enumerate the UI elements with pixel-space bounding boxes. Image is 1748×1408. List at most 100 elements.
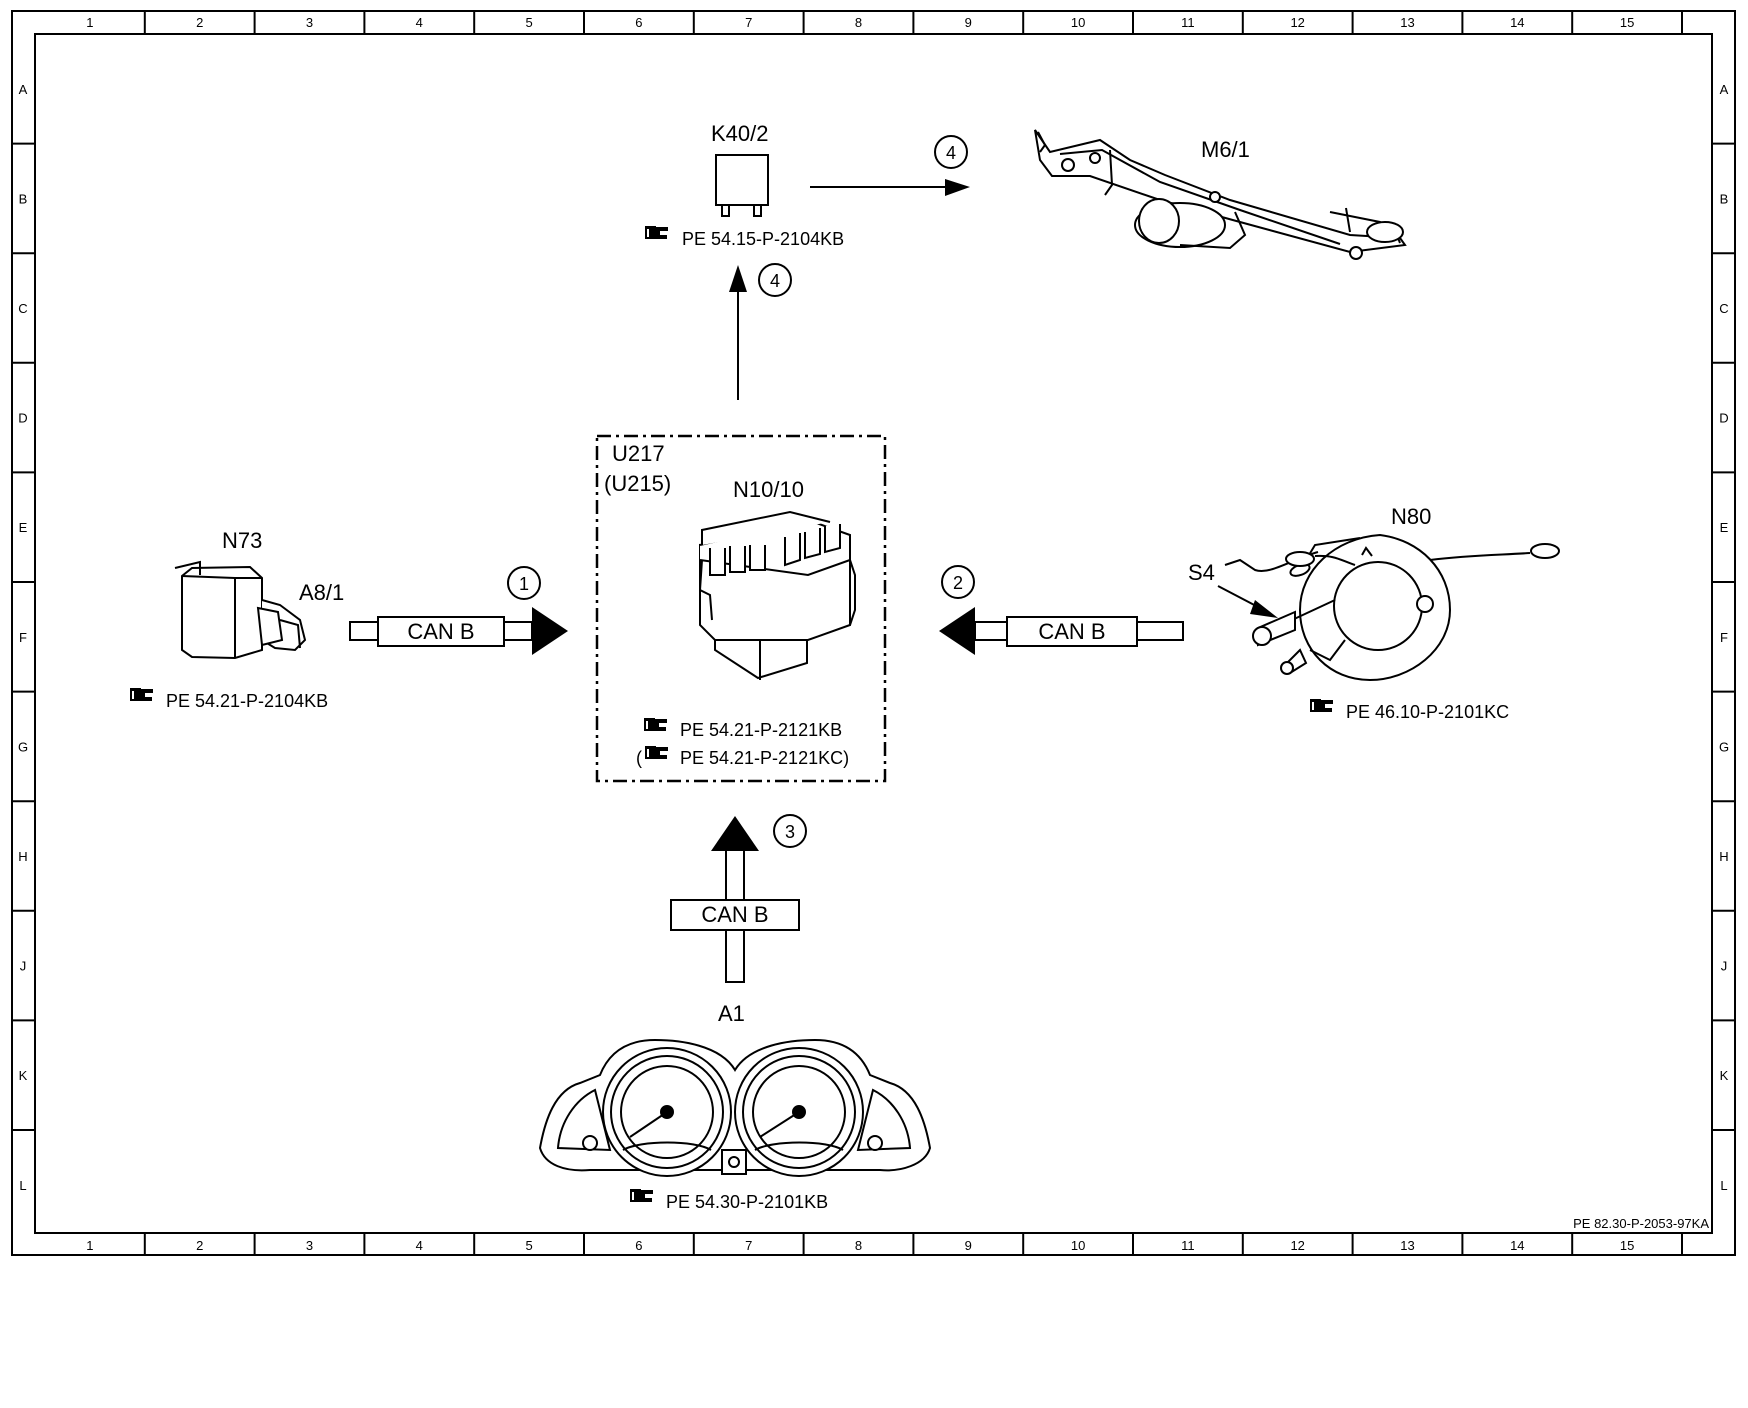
column-label-top: 14 [1510, 15, 1524, 30]
a1-ref: PE 54.30-P-2101KB [666, 1192, 828, 1212]
row-label-left: J [20, 959, 27, 974]
row-label-right: K [1720, 1068, 1729, 1083]
column-label-top: 3 [306, 15, 313, 30]
step-3-circle [773, 814, 807, 848]
n73-label: N73 [222, 528, 262, 553]
n73-ref: PE 54.21-P-2104KB [166, 691, 328, 711]
row-label-right: H [1719, 849, 1728, 864]
ignition-switch-n73-drawing [174, 560, 307, 660]
column-label-top: 1 [86, 15, 93, 30]
relay-k40-2-symbol [715, 154, 769, 217]
column-label-bottom: 14 [1510, 1238, 1524, 1253]
grid-labels: 1122334455667788991010111112121313141415… [18, 15, 1729, 1253]
n80-label: N80 [1391, 504, 1431, 529]
row-label-left: H [18, 849, 27, 864]
reference-hand-icon [130, 688, 153, 701]
row-label-left: G [18, 739, 28, 754]
a8-1-label: A8/1 [299, 580, 344, 605]
row-label-right: A [1720, 82, 1729, 97]
n10-10-ref-alt-paren: ( [636, 748, 642, 768]
a1-label: A1 [718, 1001, 745, 1026]
column-label-bottom: 1 [86, 1238, 93, 1253]
column-label-top: 11 [1181, 15, 1195, 30]
column-label-top: 13 [1400, 15, 1414, 30]
n10-10-label: N10/10 [733, 477, 804, 502]
u217-module-boundary [595, 434, 887, 783]
column-label-top: 10 [1071, 15, 1085, 30]
row-label-right: G [1719, 739, 1729, 754]
row-label-right: C [1719, 301, 1728, 316]
row-label-left: E [19, 520, 28, 535]
row-label-left: K [19, 1068, 28, 1083]
n80-ref: PE 46.10-P-2101KC [1346, 702, 1509, 722]
column-label-top: 2 [196, 15, 203, 30]
reference-hand-icon [630, 1189, 653, 1202]
reference-hand-icon [645, 226, 668, 239]
step-2-circle [941, 565, 975, 599]
column-label-top: 12 [1290, 15, 1304, 30]
row-label-right: B [1720, 191, 1729, 206]
column-label-bottom: 3 [306, 1238, 313, 1253]
can-b-arrow-left [349, 607, 568, 655]
row-label-right: J [1721, 959, 1728, 974]
u217-label: U217 [612, 441, 665, 466]
column-label-bottom: 8 [855, 1238, 862, 1253]
step-1-circle [507, 566, 541, 600]
column-label-top: 7 [745, 15, 752, 30]
grid-marks [12, 11, 1735, 1255]
reference-hand-icon [1310, 699, 1333, 712]
s4-label: S4 [1188, 560, 1215, 585]
row-label-left: B [19, 191, 28, 206]
step-4-number-up: 4 [770, 271, 780, 291]
column-label-bottom: 6 [635, 1238, 642, 1253]
inner-frame [34, 33, 1713, 1234]
arrow-sam-to-k40 [729, 265, 747, 400]
k40-2-label: K40/2 [711, 121, 769, 146]
row-label-left: F [19, 630, 27, 645]
m6-1-label: M6/1 [1201, 137, 1250, 162]
row-label-right: F [1720, 630, 1728, 645]
arrow-k40-to-wiper [810, 179, 970, 196]
n10-10-ref-alt: PE 54.21-P-2121KC) [680, 748, 849, 768]
row-label-left: D [18, 411, 27, 426]
step-3-number: 3 [785, 822, 795, 842]
column-label-bottom: 12 [1290, 1238, 1304, 1253]
column-label-top: 15 [1620, 15, 1634, 30]
column-label-bottom: 10 [1071, 1238, 1085, 1253]
column-label-top: 4 [416, 15, 423, 30]
column-label-top: 5 [525, 15, 532, 30]
row-label-right: D [1719, 411, 1728, 426]
can-b-label-right: CAN B [1038, 619, 1105, 644]
can-b-arrow-right [939, 607, 1184, 655]
can-b-label-left: CAN B [407, 619, 474, 644]
can-b-arrow-bottom [670, 816, 800, 983]
row-label-left: C [18, 301, 27, 316]
steering-column-module-n80-drawing [1224, 533, 1560, 682]
instrument-cluster-a1-drawing [538, 1038, 932, 1177]
step-2-number: 2 [953, 573, 963, 593]
u215-label: (U215) [604, 471, 671, 496]
wiper-motor-m6-1-drawing [1034, 129, 1407, 260]
column-label-bottom: 15 [1620, 1238, 1634, 1253]
row-label-right: L [1720, 1178, 1727, 1193]
column-label-bottom: 4 [416, 1238, 423, 1253]
row-label-left: A [19, 82, 28, 97]
step-4-circle-right [934, 135, 968, 169]
outer-frame [11, 10, 1736, 1256]
arrow-s4-pointer [1217, 585, 1278, 618]
document-id: PE 82.30-P-2053-97KA [1573, 1216, 1709, 1231]
reference-hand-icon [645, 746, 668, 759]
can-b-label-bottom: CAN B [701, 902, 768, 927]
column-label-top: 8 [855, 15, 862, 30]
column-label-bottom: 11 [1181, 1238, 1195, 1253]
column-label-top: 9 [965, 15, 972, 30]
reference-hand-icon [644, 718, 667, 731]
column-label-bottom: 13 [1400, 1238, 1414, 1253]
column-label-bottom: 7 [745, 1238, 752, 1253]
step-1-number: 1 [519, 574, 529, 594]
row-label-left: L [19, 1178, 26, 1193]
k40-2-ref: PE 54.15-P-2104KB [682, 229, 844, 249]
column-label-bottom: 9 [965, 1238, 972, 1253]
column-label-bottom: 5 [525, 1238, 532, 1253]
